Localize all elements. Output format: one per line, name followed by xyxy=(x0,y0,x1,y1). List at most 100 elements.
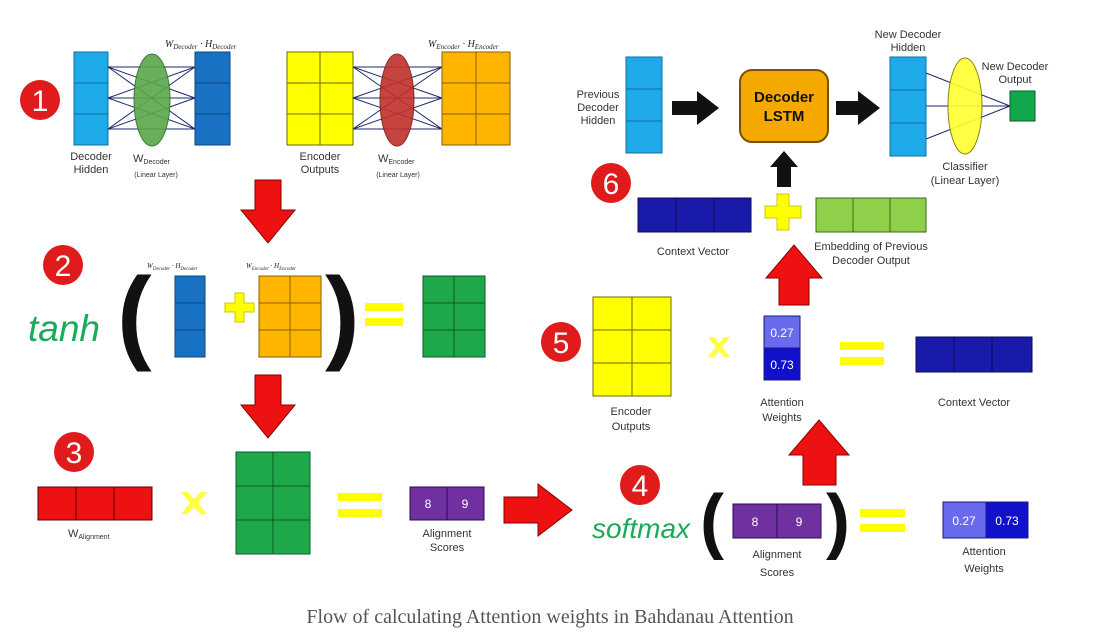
w-decoder-label: WDecoder xyxy=(133,153,171,166)
context-vector-label-6: Context Vector xyxy=(657,246,729,258)
multiply-icon xyxy=(181,492,207,514)
decoder-hidden-vector xyxy=(73,51,109,146)
attention-weights-label-2: Weights xyxy=(964,563,1004,575)
lstm-label-2: LSTM xyxy=(764,108,805,125)
softmax-alignment-label-2: Scores xyxy=(760,567,795,579)
lstm-label-1: Decoder xyxy=(754,89,814,106)
encoder-linear-layer xyxy=(379,53,415,147)
equals-icon-3 xyxy=(860,509,905,532)
tanh-label: tanh xyxy=(28,308,100,349)
step-4: 4 softmax ( 8 9 Alignment Scores ) 0.27 … xyxy=(592,465,1029,579)
classifier-label-2: (Linear Layer) xyxy=(931,175,999,187)
decoder-hidden-label-1: Decoder xyxy=(70,151,112,163)
context-vector-5 xyxy=(915,336,1033,373)
classifier-layer xyxy=(947,57,983,155)
badge-5-text: 5 xyxy=(553,327,570,360)
softmax-score-9: 9 xyxy=(796,515,803,529)
w-encoder-label: WEncoder xyxy=(378,153,415,166)
plus-icon xyxy=(224,292,255,323)
embedding-label-2: Decoder Output xyxy=(832,255,910,267)
tanh-decoder-term: WDecoder · HDecoder xyxy=(147,262,198,272)
open-paren: ( xyxy=(117,257,152,373)
new-decoder-output xyxy=(1009,90,1036,122)
decoder-projection-vector xyxy=(194,51,231,146)
decoder-linear-layer xyxy=(133,53,171,147)
arrow-right-1 xyxy=(503,482,573,538)
w-alignment-label: WAlignment xyxy=(68,528,110,541)
score-9: 9 xyxy=(462,497,469,511)
attention-weights-label-5a: Attention xyxy=(760,397,803,409)
step-3: 3 WAlignment 8 9 Alignment Scores xyxy=(37,432,485,555)
weight-073: 0.73 xyxy=(995,514,1019,528)
badge-5 xyxy=(541,322,581,362)
new-output-label-2: Output xyxy=(998,74,1031,86)
score-8: 8 xyxy=(425,497,432,511)
arrow-black-2 xyxy=(836,91,880,125)
linear-layer-label-1: (Linear Layer) xyxy=(134,172,178,179)
embedding-label-1: Embedding of Previous xyxy=(814,241,928,253)
tanh-result-matrix xyxy=(422,275,486,358)
encoder-outputs-matrix-2 xyxy=(592,296,672,397)
w-alignment-vector xyxy=(37,486,153,521)
badge-1 xyxy=(20,80,60,120)
new-hidden-label-1: New Decoder xyxy=(875,29,942,41)
softmax-close-paren: ) xyxy=(826,481,850,561)
encoder-outputs-label-2: Outputs xyxy=(301,164,340,176)
weight-col-027-cell xyxy=(763,315,801,349)
prev-hidden-label-3: Hidden xyxy=(581,115,616,127)
arrow-up-2 xyxy=(764,244,824,306)
weight-col-073-cell xyxy=(763,347,801,381)
badge-2 xyxy=(43,245,83,285)
linear-layer-label-2: (Linear Layer) xyxy=(376,172,420,179)
previous-decoder-hidden-vector xyxy=(625,56,663,154)
new-hidden-label-2: Hidden xyxy=(891,42,926,54)
alignment-scores-label-1: Alignment xyxy=(423,528,472,540)
encoder-proj-in-tanh xyxy=(258,275,322,358)
step-6: 6 Previous Decoder Hidden Decoder LSTM N… xyxy=(577,29,1049,267)
prev-hidden-label-1: Previous xyxy=(577,89,620,101)
softmax-score-8: 8 xyxy=(752,515,759,529)
encoder-outputs-label-5a: Encoder xyxy=(611,406,652,418)
arrow-down-2 xyxy=(239,374,297,439)
softmax-alignment-label-1: Alignment xyxy=(753,549,802,561)
alignment-scores-label-2: Scores xyxy=(430,542,465,554)
new-decoder-hidden-vector xyxy=(889,56,927,157)
encoder-outputs-matrix xyxy=(286,51,354,146)
badge-4-text: 4 xyxy=(632,470,649,503)
tanh-result-matrix-2 xyxy=(235,451,311,555)
encoder-outputs-label-5b: Outputs xyxy=(612,421,651,433)
softmax-scores-vector xyxy=(732,503,822,539)
decoder-lstm-box xyxy=(739,69,829,143)
equals-icon-2 xyxy=(338,493,382,517)
encoder-outputs-label-1: Encoder xyxy=(300,151,341,163)
embedding-vector xyxy=(815,197,927,233)
step-1: 1 WDecoder · HDecoder Decoder Hidden WDe… xyxy=(20,39,511,179)
attention-weights-label-5b: Weights xyxy=(762,412,802,424)
figure-caption: Flow of calculating Attention weights in… xyxy=(306,606,794,628)
step-5: 5 Encoder Outputs 0.27 0.73 Attention We… xyxy=(541,296,1033,433)
badge-6-text: 6 xyxy=(603,168,620,201)
w-encoder-h-encoder-label: WEncoder · HEncoder xyxy=(428,39,499,51)
close-paren: ) xyxy=(325,257,360,373)
badge-2-text: 2 xyxy=(55,250,72,283)
arrow-up-1 xyxy=(787,419,851,486)
badge-3 xyxy=(54,432,94,472)
weight-col-073: 0.73 xyxy=(770,358,794,372)
decoder-proj-in-tanh xyxy=(174,275,206,358)
step-2: 2 tanh ( WDecoder · HDecoder WEncoder · … xyxy=(28,245,486,373)
badge-1-text: 1 xyxy=(32,85,49,118)
prev-hidden-label-2: Decoder xyxy=(577,102,619,114)
attention-weights-label-1: Attention xyxy=(962,546,1005,558)
encoder-projection-matrix xyxy=(441,51,511,146)
weight-027-cell xyxy=(942,501,987,539)
context-vector-6 xyxy=(637,197,752,233)
equals-icon xyxy=(365,303,403,326)
badge-4 xyxy=(620,465,660,505)
arrow-down-1 xyxy=(239,179,297,244)
softmax-label: softmax xyxy=(592,513,691,544)
new-output-label-1: New Decoder xyxy=(982,61,1049,73)
alignment-scores-vector xyxy=(409,486,485,521)
plus-icon-2 xyxy=(764,193,802,231)
classifier-label-1: Classifier xyxy=(942,161,988,173)
